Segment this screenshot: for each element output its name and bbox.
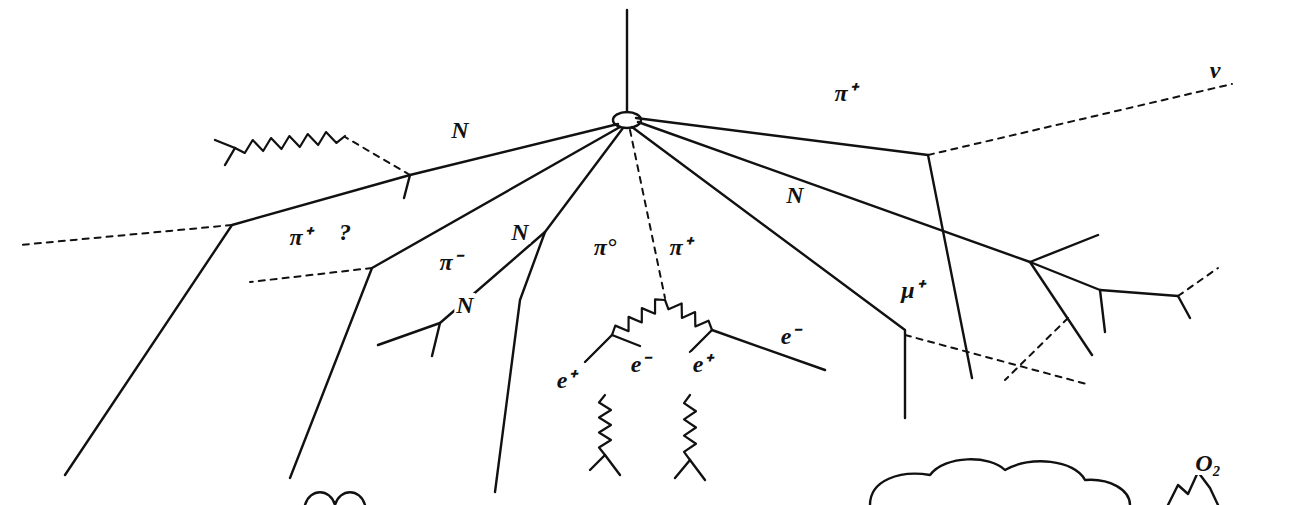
neutral-track — [630, 130, 665, 298]
particle-label: N — [784, 183, 805, 207]
particle-track — [675, 460, 690, 478]
particle-track — [215, 140, 235, 148]
photon-zigzag — [612, 299, 665, 335]
neutral-track — [250, 268, 372, 282]
partial-symbol — [305, 492, 365, 505]
oxygen-mark — [1168, 472, 1218, 505]
particle-track — [290, 127, 620, 478]
cloud-outline — [870, 459, 1130, 505]
particle-track — [626, 10, 628, 112]
particle-track — [1100, 290, 1105, 332]
particle-track — [585, 335, 612, 362]
particle-label: O₂ — [1193, 451, 1223, 475]
particle-track — [690, 330, 712, 352]
particle-label: μ⁺ — [899, 278, 924, 302]
particle-track — [495, 128, 623, 492]
neutral-track — [928, 84, 1232, 155]
particle-track — [404, 175, 410, 198]
nucleus — [613, 112, 641, 128]
particle-label: N — [454, 293, 475, 317]
neutral-track — [345, 137, 410, 175]
particle-track — [712, 330, 825, 370]
particle-track — [1030, 262, 1092, 355]
particle-track — [1178, 296, 1190, 318]
neutral-track — [20, 225, 232, 245]
particle-track — [432, 323, 440, 356]
particle-label: e⁻ — [779, 324, 802, 348]
particle-label: π° — [592, 235, 619, 259]
particle-label: N — [509, 220, 530, 244]
particle-label: π⁺ — [832, 81, 857, 105]
particle-track — [632, 127, 905, 418]
particle-label: π⁺ — [287, 225, 312, 249]
particle-label: π⁻ — [437, 250, 462, 274]
photon-zigzag — [599, 395, 611, 455]
particle-track — [605, 455, 620, 475]
neutral-track — [905, 335, 1090, 385]
particle-track — [1030, 262, 1178, 296]
particle-track — [638, 122, 1098, 262]
tracks — [20, 10, 1232, 492]
particle-track — [378, 232, 545, 345]
neutral-track — [1178, 268, 1218, 296]
particle-label: N — [449, 118, 470, 142]
particle-label: e⁻ — [629, 352, 652, 376]
neutral-track — [1005, 318, 1068, 380]
photon-zigzag — [235, 132, 345, 153]
particle-track — [690, 460, 705, 480]
particle-track — [590, 455, 605, 470]
particle-label: ? — [337, 220, 353, 244]
photon-zigzag — [665, 300, 712, 330]
particle-track — [225, 148, 235, 165]
particle-label: e⁺ — [555, 368, 578, 392]
photon-zigzag — [684, 395, 696, 460]
particle-label: ν — [1208, 58, 1223, 82]
particle-label: π⁺ — [667, 235, 692, 259]
particle-track — [612, 335, 640, 346]
particle-label: e⁺ — [691, 352, 714, 376]
